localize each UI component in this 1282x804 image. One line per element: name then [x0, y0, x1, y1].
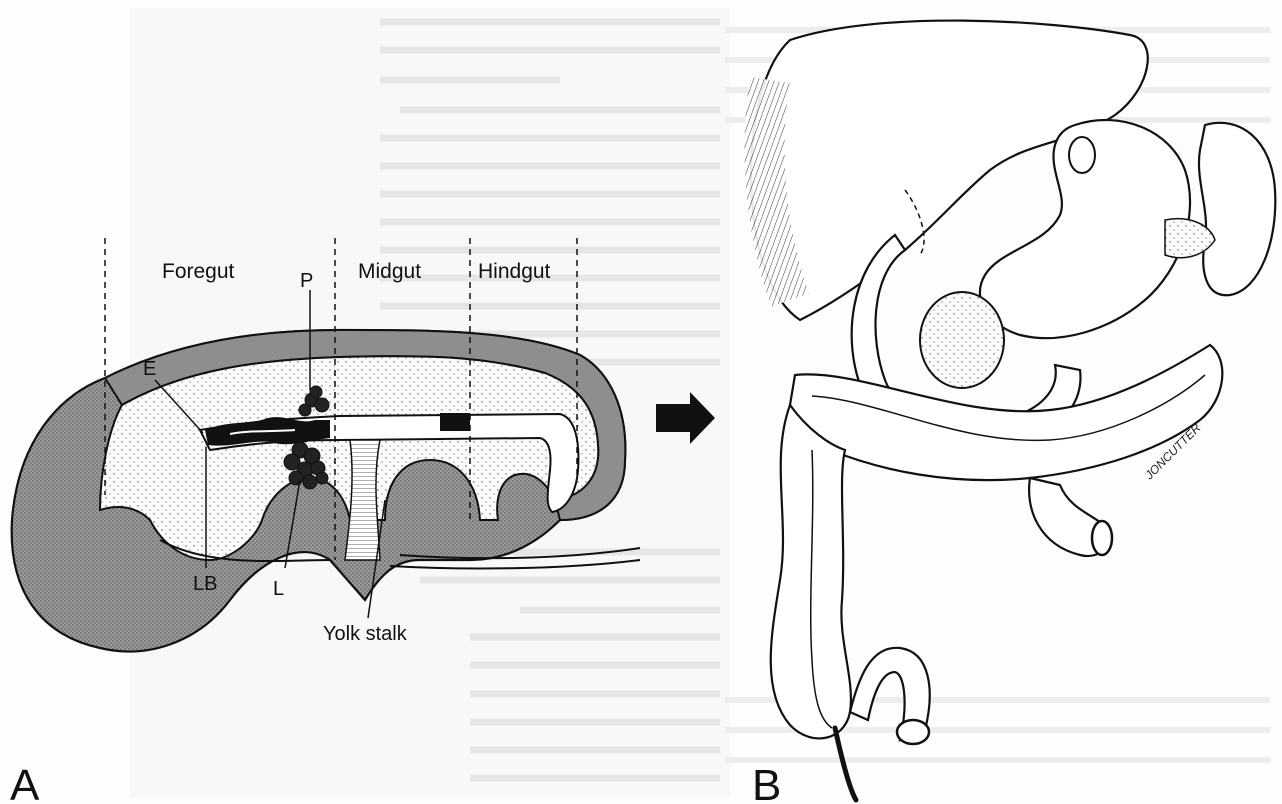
panel-b-adult-gi-tract: JONCUTTER B: [751, 21, 1275, 804]
jejunum-lumen: [1092, 521, 1112, 555]
label-e: E: [143, 358, 156, 380]
label-p: P: [300, 270, 313, 292]
hindgut-label: Hindgut: [478, 260, 551, 283]
label-l: L: [273, 578, 284, 600]
midgut-label: Midgut: [358, 260, 421, 283]
label-yolk-stalk: Yolk stalk: [323, 623, 408, 645]
appendix: [835, 728, 856, 800]
foregut-label: Foregut: [162, 260, 235, 283]
panel-a-letter: A: [10, 761, 40, 804]
midgut-dark-block: [440, 413, 470, 431]
esophagus-stump: [1069, 137, 1095, 173]
label-lb: LB: [193, 573, 217, 595]
spleen: [1199, 123, 1275, 295]
rectum-opening: [897, 720, 929, 744]
panel-b-letter: B: [752, 761, 781, 804]
pancreas-head: [920, 292, 1004, 388]
